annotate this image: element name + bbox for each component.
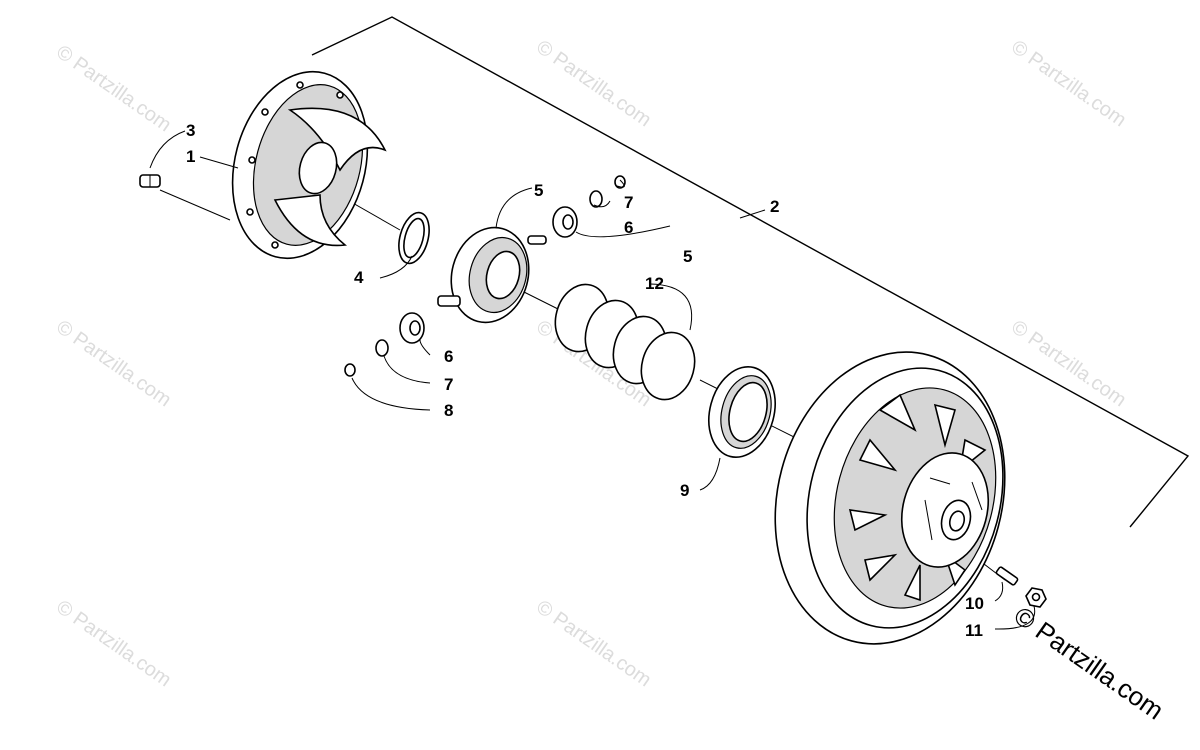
- callout-1: 1: [186, 147, 195, 166]
- watermark: © Partzilla.com: [532, 596, 655, 691]
- callout-7-upper: 6: [624, 218, 633, 237]
- cam-assembly-part: [437, 226, 547, 324]
- callouts: 3 1 2 4 5 7 6 5 12 6 7 8 9 10 11: [186, 121, 984, 640]
- lower-roller-stack: [344, 312, 425, 377]
- callout-4: 4: [354, 268, 364, 287]
- callout-3: 3: [186, 121, 195, 140]
- screw-part: [139, 174, 161, 188]
- leader-lines: [149, 130, 1036, 630]
- center-axis: [159, 189, 1006, 581]
- seal-part: [708, 366, 776, 458]
- callout-9: 9: [680, 481, 689, 500]
- spring-part: [554, 283, 696, 401]
- watermark: © Partzilla.com: [532, 36, 655, 131]
- watermark: © Partzilla.com: [52, 596, 175, 691]
- cover-housing-part: [231, 70, 387, 260]
- watermark: © Partzilla.com: [1007, 36, 1130, 131]
- callout-6-upper: 5: [683, 247, 692, 266]
- driven-sheave-part: [774, 351, 1006, 645]
- callout-10: 10: [965, 594, 984, 613]
- nut-part: [1025, 587, 1047, 608]
- callout-7-lower: 7: [444, 375, 453, 394]
- callout-2: 2: [770, 197, 779, 216]
- assembly-bracket: [311, 16, 1190, 528]
- upper-roller-stack: [552, 175, 626, 238]
- watermark: © Partzilla.com: [52, 316, 175, 411]
- callout-8-lower: 8: [444, 401, 453, 420]
- brand-watermark: © Partzilla.com: [1009, 600, 1170, 725]
- snap-ring-part: [398, 211, 430, 265]
- callout-12: 12: [645, 274, 664, 293]
- callout-8-upper: 7: [624, 193, 633, 212]
- callout-5: 5: [534, 181, 543, 200]
- watermark: © Partzilla.com: [1007, 316, 1130, 411]
- pin-part: [995, 566, 1019, 586]
- watermark: © Partzilla.com: [52, 41, 175, 136]
- callout-6-lower: 6: [444, 347, 453, 366]
- callout-11: 11: [965, 621, 983, 640]
